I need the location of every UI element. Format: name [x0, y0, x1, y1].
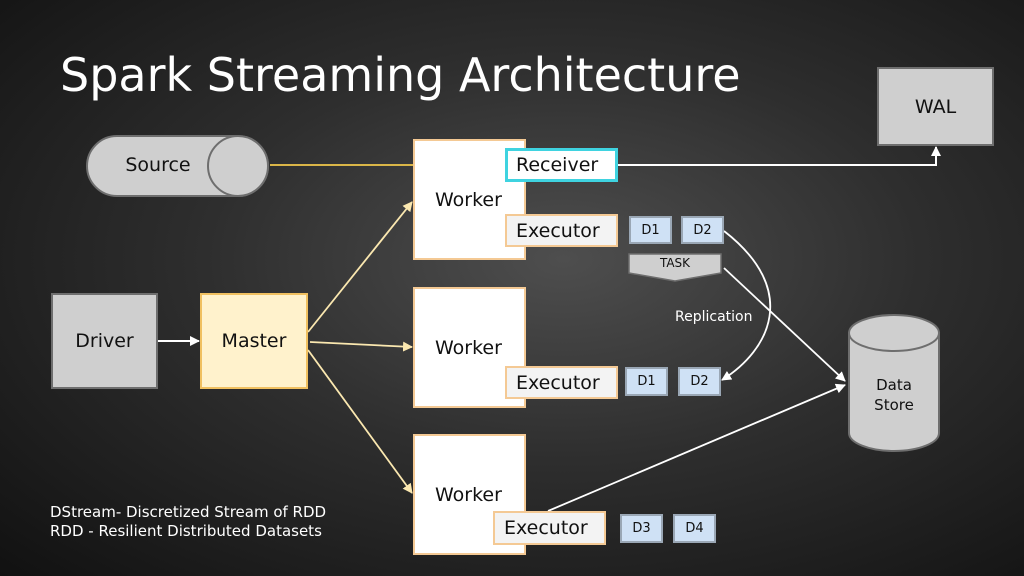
- worker-label-1: Worker: [435, 189, 502, 211]
- data-chip-d1-row2: D1: [625, 367, 668, 396]
- master-label: Master: [221, 330, 287, 352]
- executor-label-3: Executor: [504, 517, 588, 539]
- data-store-label-line1: Data: [876, 376, 912, 394]
- replication-label: Replication: [675, 309, 753, 325]
- task-label: TASK: [659, 256, 691, 270]
- source-label: Source: [125, 154, 191, 176]
- executor-label-1: Executor: [516, 219, 600, 242]
- data-store-cylinder: [848, 314, 940, 452]
- receiver-box: Receiver: [505, 148, 618, 182]
- page-title: Spark Streaming Architecture: [60, 48, 741, 102]
- arrow-master-worker2: [309, 341, 413, 352]
- arrow-master-worker1: [307, 201, 413, 333]
- receiver-label: Receiver: [516, 154, 599, 176]
- worker-label-2: Worker: [435, 337, 502, 359]
- executor-box-1: Executor: [505, 214, 618, 247]
- source-cylinder: [86, 135, 269, 197]
- note-dstream: DStream- Discretized Stream of RDD: [50, 503, 327, 521]
- task-banner: [628, 253, 722, 282]
- chip-label: D1: [637, 374, 656, 389]
- chip-label: D2: [690, 374, 709, 389]
- data-chip-d2-row2: D2: [678, 367, 721, 396]
- data-chip-d2-row1: D2: [681, 216, 724, 244]
- chip-label: D1: [641, 222, 660, 238]
- chip-label: D3: [632, 521, 651, 536]
- executor-label-2: Executor: [516, 371, 600, 394]
- driver-label: Driver: [75, 330, 134, 352]
- data-chip-d4-row3: D4: [673, 514, 716, 543]
- wal-label: WAL: [914, 95, 957, 118]
- data-store-label: Data Store: [849, 375, 939, 415]
- data-store-label-line2: Store: [874, 396, 914, 414]
- worker-label-3: Worker: [435, 484, 502, 506]
- master-box: Master: [200, 293, 308, 389]
- arrow-receiver-wal: [618, 146, 941, 166]
- chip-label: D4: [685, 521, 704, 536]
- arrow-task-datastore: [723, 267, 846, 382]
- note-rdd: RDD - Resilient Distributed Datasets: [50, 522, 322, 540]
- arrow-executor3-datastore: [547, 383, 846, 512]
- data-chip-d3-row3: D3: [620, 514, 663, 543]
- arrow-replication: [721, 230, 771, 381]
- arrow-master-worker3: [307, 349, 413, 494]
- driver-box: Driver: [51, 293, 158, 389]
- wal-box: WAL: [877, 67, 994, 146]
- chip-label: D2: [693, 222, 712, 238]
- data-chip-d1-row1: D1: [629, 216, 672, 244]
- executor-box-3: Executor: [493, 511, 606, 545]
- executor-box-2: Executor: [505, 366, 618, 399]
